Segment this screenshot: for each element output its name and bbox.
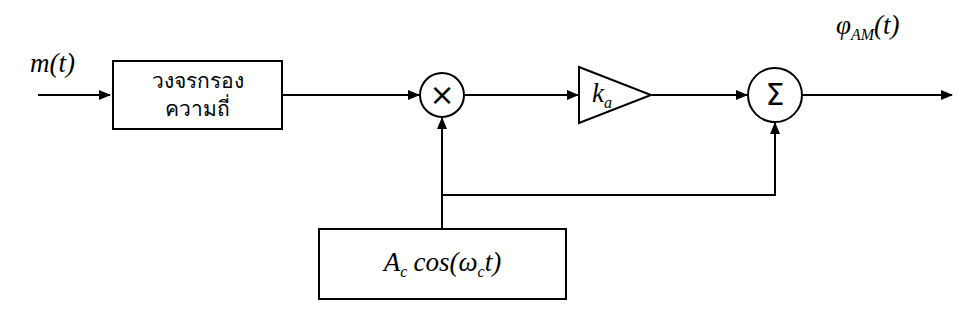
node-label: วงจรกรอง ความถี่ [152, 69, 244, 121]
multiplier-circle: × [419, 72, 465, 118]
subscript-text: AM [851, 26, 874, 43]
carrier-box: Accos(ωct) [318, 228, 567, 300]
signal-name: φ [836, 10, 851, 40]
node-label: t) [485, 247, 502, 277]
triangle-path [579, 67, 651, 123]
node-text: วงจรกรอง ความถี่ [135, 67, 260, 124]
input-signal-label: m(t) [30, 48, 75, 79]
node-label: Σ [766, 77, 785, 112]
subscript-text: c [478, 263, 485, 280]
triangle-outline [578, 66, 652, 124]
subscript-text: c [400, 263, 407, 280]
signal-connector [465, 94, 578, 96]
signal-connector [442, 123, 775, 228]
signal-connector [652, 94, 747, 96]
signal-connector [283, 94, 419, 96]
output-line [803, 94, 952, 96]
node-label: cos(ω [413, 247, 477, 277]
signal-name: (t) [874, 10, 899, 40]
node-text: Accos(ωct) [384, 247, 501, 281]
node-label: × [429, 77, 454, 112]
input-line [38, 94, 110, 96]
signal-name: m(t) [30, 48, 75, 78]
summer-circle: Σ [747, 67, 803, 123]
node-text: Σ [766, 80, 785, 110]
node-label: k [592, 78, 604, 108]
filter-box: วงจรกรอง ความถี่ [112, 60, 283, 130]
amplifier-triangle: ka [578, 66, 652, 124]
node-text: ka [592, 78, 612, 112]
output-signal-label: φAM(t) [836, 10, 900, 44]
node-text: × [429, 80, 454, 110]
subscript-text: a [604, 94, 612, 111]
node-label: A [384, 247, 401, 277]
